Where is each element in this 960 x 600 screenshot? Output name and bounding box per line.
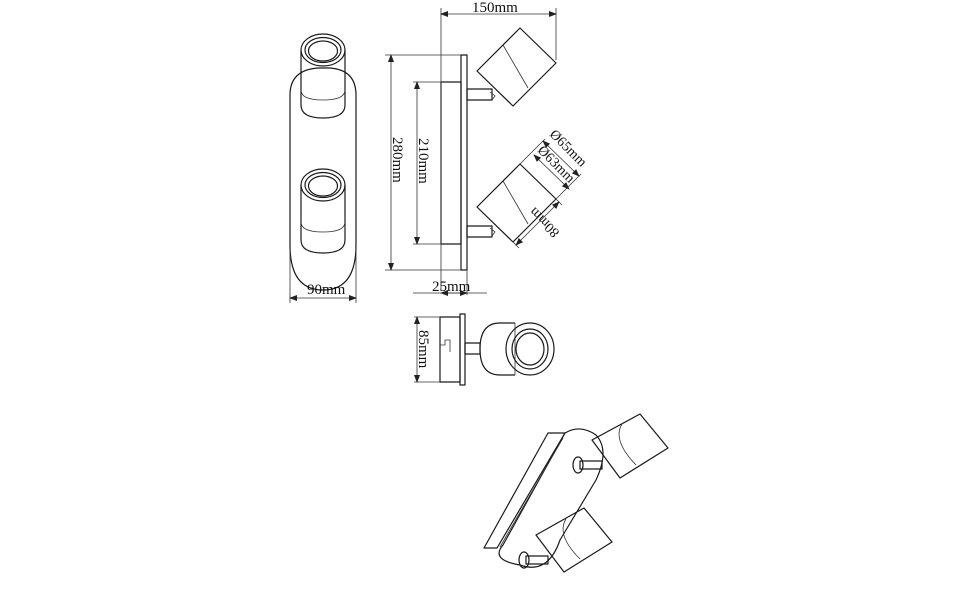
dim-overall-width: 150mm bbox=[472, 0, 518, 16]
dim-base-width: 90mm bbox=[307, 282, 346, 298]
side-view: 150mm 280mm 210mm 25mm bbox=[385, 0, 589, 296]
dim-overall-height: 280mm bbox=[389, 137, 405, 183]
dim-inner-height: 210mm bbox=[415, 138, 431, 184]
top-view: 85mm bbox=[414, 313, 555, 386]
front-view: 90mm bbox=[289, 33, 357, 303]
dim-base-depth: 25mm bbox=[432, 279, 471, 295]
front-head-top bbox=[300, 33, 346, 119]
dim-top-depth: 85mm bbox=[415, 330, 431, 369]
iso-view bbox=[483, 413, 669, 573]
front-head-bottom bbox=[300, 168, 346, 254]
side-head-top bbox=[466, 27, 557, 107]
side-head-bottom: Ø65mm Ø63mm 80mm bbox=[466, 127, 589, 249]
dim-head-length: 80mm bbox=[527, 204, 563, 240]
backplate-outline bbox=[289, 67, 357, 291]
